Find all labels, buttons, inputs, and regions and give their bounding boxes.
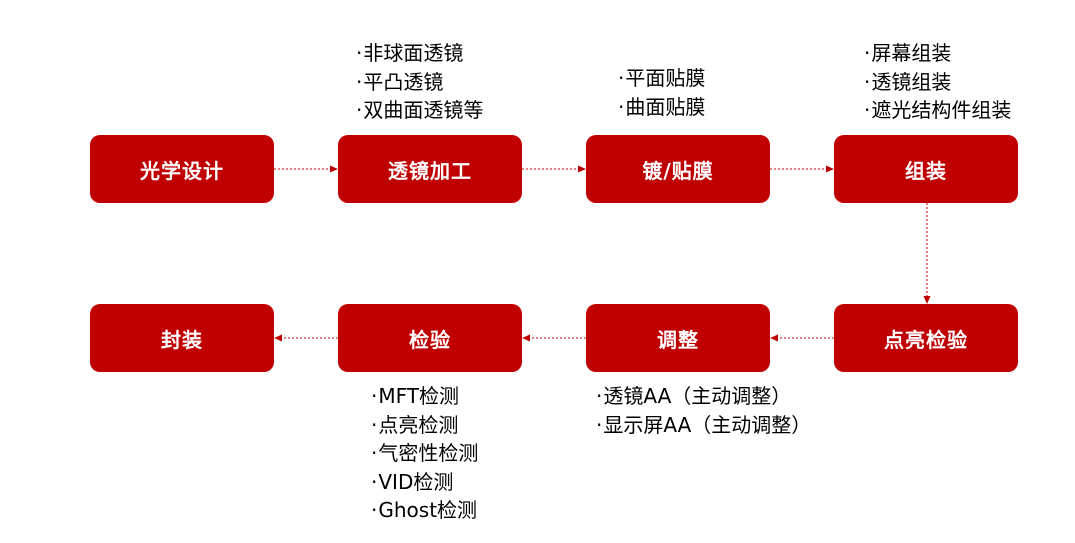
bullet: ·	[356, 98, 363, 122]
note-item: ·透镜AA（主动调整）	[596, 382, 811, 411]
step-optical-design: 光学设计	[90, 135, 274, 203]
note-item: ·双曲面透镜等	[356, 96, 483, 125]
bullet: ·	[371, 384, 378, 408]
note-text: 屏幕组装	[871, 41, 952, 65]
note-text: MFT检测	[378, 384, 459, 408]
note-text: 透镜AA（主动调整）	[603, 384, 792, 408]
note-item: ·曲面贴膜	[618, 93, 705, 122]
notes-coating: ·平面贴膜 ·曲面贴膜	[618, 64, 705, 121]
note-text: 平凸透镜	[363, 69, 444, 94]
bullet: ·	[864, 69, 871, 94]
notes-assembly: ·屏幕组装 ·透镜组装 ·遮光结构件组装	[864, 39, 1011, 125]
step-packaging: 封装	[90, 304, 274, 372]
note-text: Ghost检测	[378, 498, 478, 522]
step-inspection: 检验	[338, 304, 522, 372]
step-assembly: 组装	[834, 135, 1018, 203]
bullet: ·	[596, 412, 603, 437]
bullet: ·	[596, 384, 603, 408]
bullet: ·	[371, 412, 378, 437]
note-item: ·遮光结构件组装	[864, 96, 1011, 125]
note-text: 平面贴膜	[625, 66, 706, 90]
note-item: ·平面贴膜	[618, 64, 705, 93]
bullet: ·	[864, 98, 871, 122]
note-item: ·透镜组装	[864, 68, 1011, 97]
bullet: ·	[371, 441, 378, 465]
bullet: ·	[356, 41, 363, 65]
bullet: ·	[618, 66, 625, 90]
note-text: 点亮检测	[378, 412, 459, 437]
bullet: ·	[864, 41, 871, 65]
note-text: 透镜组装	[871, 69, 952, 94]
note-item: ·点亮检测	[371, 411, 478, 440]
note-item: ·Ghost检测	[371, 496, 478, 525]
step-coating-film: 镀/贴膜	[586, 135, 770, 203]
note-item: ·VID检测	[371, 468, 478, 497]
bullet: ·	[356, 69, 363, 94]
notes-adjustment: ·透镜AA（主动调整） ·显示屏AA（主动调整）	[596, 382, 811, 439]
bullet: ·	[618, 94, 625, 119]
notes-lens-processing: ·非球面透镜 ·平凸透镜 ·双曲面透镜等	[356, 39, 483, 125]
note-item: ·屏幕组装	[864, 39, 1011, 68]
note-text: 非球面透镜	[363, 41, 464, 65]
bullet: ·	[371, 498, 378, 522]
note-item: ·平凸透镜	[356, 68, 483, 97]
step-adjustment: 调整	[586, 304, 770, 372]
note-text: 双曲面透镜等	[363, 98, 484, 122]
note-text: 曲面贴膜	[625, 94, 706, 119]
note-item: ·MFT检测	[371, 382, 478, 411]
note-item: ·显示屏AA（主动调整）	[596, 411, 811, 440]
step-lighting-inspection: 点亮检验	[834, 304, 1018, 372]
note-item: ·气密性检测	[371, 439, 478, 468]
note-text: 气密性检测	[378, 441, 479, 465]
bullet: ·	[371, 469, 378, 494]
note-item: ·非球面透镜	[356, 39, 483, 68]
notes-inspection: ·MFT检测 ·点亮检测 ·气密性检测 ·VID检测 ·Ghost检测	[371, 382, 478, 525]
note-text: 遮光结构件组装	[871, 98, 1012, 122]
step-lens-processing: 透镜加工	[338, 135, 522, 203]
note-text: VID检测	[378, 469, 454, 494]
note-text: 显示屏AA（主动调整）	[603, 412, 812, 437]
